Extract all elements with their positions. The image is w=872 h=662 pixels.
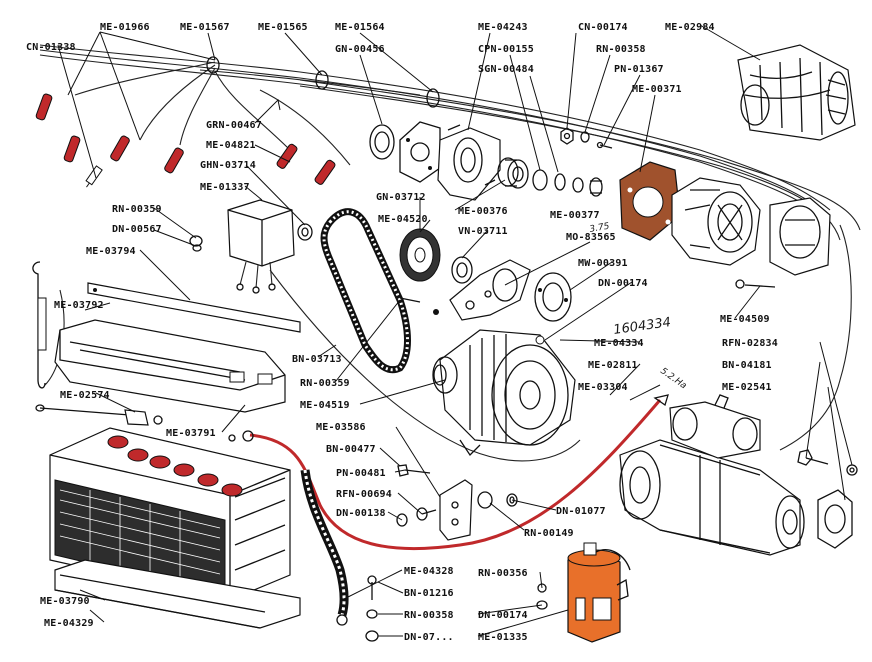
bar-me03792 (87, 282, 301, 333)
bolt-near-me04509 (735, 279, 776, 289)
label-cn00174: CN-00174 (578, 22, 628, 33)
nut-rn00359 (189, 235, 203, 252)
label-me04509: ME-04509 (720, 314, 770, 325)
label-ghn03714: GHN-03714 (200, 160, 256, 171)
timing-belt-bn03713 (320, 208, 411, 374)
label-rn00358b: RN-00358 (404, 610, 454, 621)
label-me03304: ME-03304 (578, 382, 628, 393)
label-me03792: ME-03792 (54, 300, 104, 311)
mount-bracket-me03586 (439, 479, 473, 541)
label-me02574: ME-02574 (60, 390, 110, 401)
distributor-housing-me04243 (437, 124, 501, 201)
label-me04329: ME-04329 (44, 618, 94, 629)
starter-motor-me02541 (619, 394, 805, 556)
hook-rod-me03794 (32, 261, 47, 389)
label-dn00174b: DN-00174 (478, 610, 528, 621)
label-me00377: ME-00377 (550, 210, 600, 221)
seal-ring-sgn00484 (532, 169, 603, 197)
label-me04520: ME-04520 (378, 214, 428, 225)
pin-pn01367 (596, 141, 613, 149)
label-rfn00694: RFN-00694 (336, 489, 392, 500)
label-rn00358a: RN-00358 (596, 44, 646, 55)
distributor-body (671, 177, 761, 266)
label-cn01338: CN-01338 (26, 42, 76, 53)
label-rn00359a: RN-00359 (112, 204, 162, 215)
label-gn00456: GN-00456 (335, 44, 385, 55)
label-sgn00484: SGN-00484 (478, 64, 534, 75)
alternator-me04519 (432, 329, 576, 457)
label-me03790: ME-03790 (40, 596, 90, 607)
spark-plug-boots (35, 93, 336, 188)
gear-me04520 (399, 228, 473, 315)
ground-strap-me04328 (300, 469, 349, 626)
label-dn00138: DN-00138 (336, 508, 386, 519)
gasket-rfn02834 (817, 489, 853, 549)
label-me02984: ME-02984 (665, 22, 715, 33)
label-me04821: ME-04821 (206, 140, 256, 151)
label-me03794: ME-03794 (86, 246, 136, 257)
leader-lines (57, 24, 853, 637)
bracket-mo83565 (449, 259, 531, 321)
label-bn03713: BN-03713 (292, 354, 342, 365)
label-cpn00155: CPN-00155 (478, 44, 534, 55)
voltage-regulator-me01337 (227, 199, 295, 294)
label-dn00174a: DN-00174 (598, 278, 648, 289)
label-me04519: ME-04519 (300, 400, 350, 411)
label-dn01077: DN-01077 (556, 506, 606, 517)
label-me04328: ME-04328 (404, 566, 454, 577)
label-me01335: ME-01335 (478, 632, 528, 643)
battery-cable-me03304 (249, 394, 669, 551)
bearing-me00376 (497, 157, 529, 189)
label-me01564: ME-01564 (335, 22, 385, 33)
gasket-me00371 (619, 161, 681, 241)
label-vn03711: VN-03711 (458, 226, 508, 237)
washers-center (396, 491, 518, 527)
battery-cover-me03791 (54, 319, 286, 413)
label-me00371: ME-00371 (632, 84, 682, 95)
label-gn03712: GN-03712 (376, 192, 426, 203)
label-me01567: ME-01567 (180, 22, 230, 33)
label-dn07: DN-07... (404, 632, 454, 643)
gasket-gn00456 (369, 124, 395, 160)
label-mw00391: MW-00391 (578, 258, 628, 269)
distributor-cap-2 (769, 197, 831, 276)
part-labels: ME-01966 ME-01567 ME-01565 ME-01564 ME-0… (26, 22, 778, 643)
label-rn00149: RN-00149 (524, 528, 574, 539)
distributor-cap (737, 44, 856, 141)
label-me01337: ME-01337 (200, 182, 250, 193)
label-me01565: ME-01565 (258, 22, 308, 33)
label-me00376: ME-00376 (458, 206, 508, 217)
label-me03586: ME-03586 (316, 422, 366, 433)
label-rfn02834: RFN-02834 (722, 338, 778, 349)
label-me02811: ME-02811 (588, 360, 638, 371)
washer-ghn03714 (297, 223, 313, 241)
label-dn00567: DN-00567 (112, 224, 162, 235)
label-pn01367: PN-01367 (614, 64, 664, 75)
label-bn00477: BN-00477 (326, 444, 376, 455)
label-rn00359b: RN-00359 (300, 378, 350, 389)
label-pn00481: PN-00481 (336, 468, 386, 479)
handwritten-number: 1604334 (612, 315, 671, 338)
handwritten-note-b: 5.2.Ha (658, 366, 688, 391)
label-me02541: ME-02541 (722, 382, 772, 393)
flange-gasket (399, 121, 441, 183)
label-grn00467: GRN-00467 (206, 120, 262, 131)
label-me04334: ME-04334 (594, 338, 644, 349)
battery-me03790 (49, 427, 291, 601)
label-me01966: ME-01966 (100, 22, 150, 33)
handwritten-note-a: 3.75 (589, 222, 611, 235)
label-bn04181: BN-04181 (722, 360, 772, 371)
gasket-mw00391 (534, 272, 572, 322)
label-bn01216: BN-01216 (404, 588, 454, 599)
label-rn00356: RN-00356 (478, 568, 528, 579)
label-mo83565: MO-83565 (566, 232, 616, 243)
battery-tray-me04329 (54, 559, 301, 629)
label-me04243: ME-04243 (478, 22, 528, 33)
bolt-bn00477 (397, 464, 431, 477)
terminal-me02574 (35, 404, 163, 426)
ignition-coil-me01335 (567, 542, 631, 643)
label-me03791: ME-03791 (166, 428, 216, 439)
